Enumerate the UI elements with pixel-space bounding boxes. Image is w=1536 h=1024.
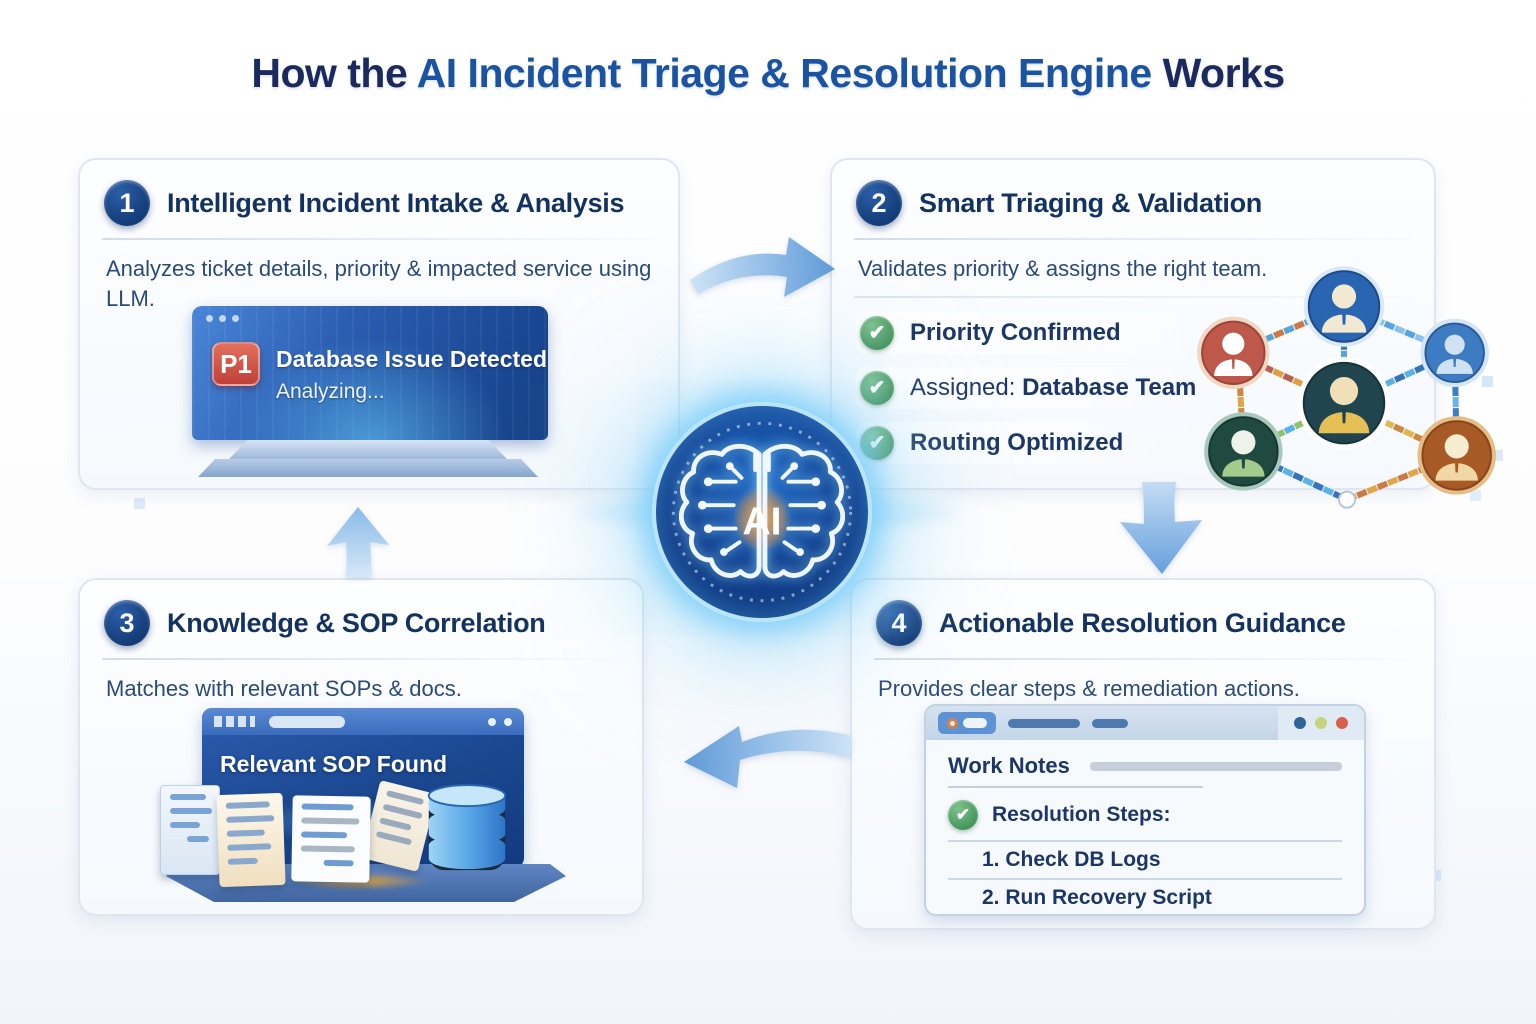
resolution-steps-label: Resolution Steps:: [992, 803, 1171, 826]
check-item-label: Routing Optimized: [910, 428, 1124, 456]
ai-brain-icon: AI: [679, 438, 845, 586]
team-member-avatar-center: [1297, 356, 1391, 450]
dotted-ring: [671, 421, 853, 603]
step-number-badge: 2: [856, 180, 902, 226]
window-dot-icon: [1336, 717, 1348, 729]
step-number-badge: 4: [876, 600, 922, 646]
document-icon: [216, 792, 286, 888]
laptop-base: [198, 459, 538, 477]
titlebar-block-icon: [214, 716, 222, 727]
window-controls: [1278, 706, 1364, 740]
divider: [854, 238, 1412, 240]
check-item-routing: Routing Optimized: [856, 421, 1216, 464]
laptop-base: [228, 440, 508, 460]
incident-alert-text: Database Issue Detected: [276, 346, 548, 372]
panel-1-header: 1 Intelligent Incident Intake & Analysis: [80, 160, 678, 238]
browser-titlebar: [926, 706, 1364, 740]
title-highlight: AI Incident Triage & Resolution Engine: [416, 50, 1153, 96]
check-icon: [860, 370, 894, 405]
browser-titlebar: [202, 708, 524, 735]
browser-chip-icon: [938, 712, 996, 734]
window-dots-icon: [206, 315, 239, 322]
check-item-assigned: Assigned: Database Team: [856, 366, 1216, 409]
team-member-avatar-lightblue: [1420, 318, 1489, 388]
check-icon: [860, 425, 894, 460]
team-member-avatar-blue: [1303, 266, 1385, 347]
divider: [102, 658, 620, 660]
window-dot-icon: [504, 717, 512, 726]
page-title: How the AI Incident Triage & Resolution …: [0, 50, 1536, 97]
flow-arrow-step2-to-step4: [1120, 482, 1202, 574]
ai-engine-hub: AI: [652, 402, 872, 622]
incident-status-text: Analyzing...: [276, 380, 385, 403]
incident-monitor-graphic: P1 Database Issue Detected Analyzing...: [192, 306, 548, 440]
panel-2-description: Validates priority & assigns the right t…: [858, 256, 1268, 281]
panel-intake-analysis: 1 Intelligent Incident Intake & Analysis…: [78, 158, 680, 490]
check-item-priority: Priority Confirmed: [856, 311, 1216, 354]
work-notes-heading: Work Notes: [948, 753, 1070, 778]
network-node-dot: [1337, 490, 1357, 509]
check-icon: [860, 315, 894, 350]
ai-label: AI: [742, 500, 781, 543]
resolution-steps-list: 1. Check DB Logs 2. Run Recovery Script …: [948, 840, 1342, 914]
panel-3-title: Knowledge & SOP Correlation: [167, 607, 546, 638]
panel-resolution-guidance: 4 Actionable Resolution Guidance Provide…: [850, 578, 1436, 930]
resolution-step: 2. Run Recovery Script: [948, 878, 1342, 914]
titlebar-block-icon: [238, 716, 246, 727]
divider: [854, 295, 1412, 298]
sop-found-text: Relevant SOP Found: [220, 751, 448, 777]
work-notes-window: Work Notes Resolution Steps: 1. Check DB…: [924, 704, 1366, 916]
resolution-step: 1. Check DB Logs: [948, 840, 1342, 878]
panel-4-title: Actionable Resolution Guidance: [939, 607, 1346, 638]
document-icon: [160, 785, 220, 875]
team-member-avatar-red: [1197, 316, 1270, 390]
panel-4-description: Provides clear steps & remediation actio…: [878, 676, 1300, 701]
panel-4-header: 4 Actionable Resolution Guidance: [852, 580, 1434, 658]
flow-arrow-step3-to-step1: [327, 507, 389, 577]
panel-knowledge-sop: 3 Knowledge & SOP Correlation Matches wi…: [78, 578, 644, 916]
resolution-steps-header: Resolution Steps:: [948, 800, 1342, 830]
address-bar: [269, 715, 345, 728]
panel-3-description: Matches with relevant SOPs & docs.: [106, 676, 462, 701]
validation-checklist: Priority Confirmed Assigned: Database Te…: [856, 311, 1216, 464]
window-dot-icon: [1315, 717, 1327, 729]
team-member-avatar-orange: [1417, 416, 1496, 495]
divider: [102, 238, 656, 240]
flow-arrow-step4-to-step3: [684, 726, 852, 788]
work-notes-body: Work Notes Resolution Steps: 1. Check DB…: [926, 740, 1364, 914]
divider: [948, 786, 1203, 788]
check-icon: [948, 800, 978, 830]
panel-1-title: Intelligent Incident Intake & Analysis: [167, 187, 625, 218]
document-icon: [291, 795, 371, 883]
panel-3-header: 3 Knowledge & SOP Correlation: [80, 580, 642, 658]
priority-badge: P1: [212, 342, 260, 386]
panel-2-header: 2 Smart Triaging & Validation: [832, 160, 1434, 238]
title-suffix: Works: [1162, 50, 1286, 96]
team-network-graphic: [1197, 266, 1496, 509]
check-item-label: Priority Confirmed: [910, 318, 1121, 346]
window-dot-icon: [488, 717, 496, 726]
title-prefix: How the: [251, 50, 408, 96]
titlebar-dash: [1092, 718, 1128, 728]
panel-2-title: Smart Triaging & Validation: [919, 187, 1262, 218]
panel-1-description: Analyzes ticket details, priority & impa…: [106, 256, 652, 311]
placeholder-bar: [1089, 761, 1342, 771]
step-number-badge: 1: [104, 180, 150, 226]
titlebar-block-icon: [226, 716, 234, 727]
step-number-badge: 3: [104, 600, 150, 646]
team-member-avatar-green: [1204, 412, 1283, 491]
window-dot-icon: [1294, 717, 1306, 729]
ai-core-circle: AI: [652, 402, 872, 622]
check-item-label: Assigned: Database Team: [910, 373, 1197, 401]
titlebar-block-icon: [250, 716, 255, 727]
flow-arrow-step1-to-step2: [690, 237, 835, 297]
titlebar-dash: [1008, 718, 1080, 728]
database-icon: [427, 784, 507, 871]
divider: [874, 658, 1412, 660]
